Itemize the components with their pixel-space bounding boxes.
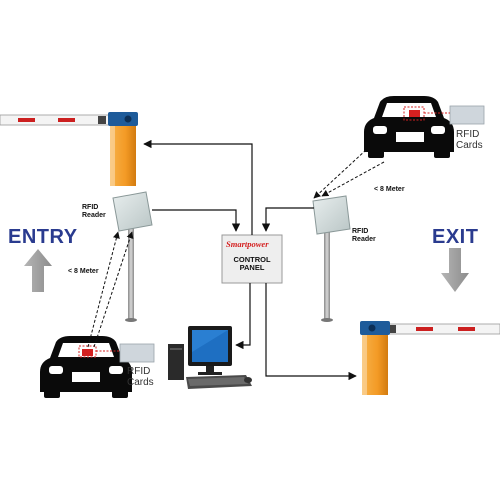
rf-signal-left [87, 231, 134, 348]
car-icon [364, 96, 454, 158]
rf-signal-right [313, 149, 385, 199]
up-arrow-icon [24, 249, 52, 292]
computer-icon [168, 326, 252, 389]
rfid-reader-icon [312, 195, 351, 322]
rfid-reader-left-label: RFID Reader [82, 204, 106, 219]
car-icon [40, 336, 132, 398]
control-panel-box [221, 234, 283, 284]
entry-barrier-icon [0, 112, 138, 186]
rfid-card-icon [449, 105, 485, 125]
rfid-cards-left-label: RFID Cards [127, 366, 154, 388]
entry-label: ENTRY [8, 226, 78, 248]
rfid-reader-icon [112, 191, 153, 322]
control-panel-title: CONTROL PANEL [233, 255, 271, 273]
distance-right-label: < 8 Meter [374, 186, 405, 193]
distance-left-label: < 8 Meter [68, 268, 99, 275]
exit-barrier-icon [360, 321, 500, 395]
rfid-cards-right-label: RFID Cards [456, 129, 483, 151]
rfid-card-icon [119, 343, 155, 363]
rfid-reader-right-label: RFID Reader [352, 228, 376, 243]
control-panel-brand: Smartpower [226, 239, 269, 249]
down-arrow-icon [441, 248, 469, 292]
exit-label: EXIT [432, 226, 479, 248]
connection-lines [143, 139, 357, 381]
